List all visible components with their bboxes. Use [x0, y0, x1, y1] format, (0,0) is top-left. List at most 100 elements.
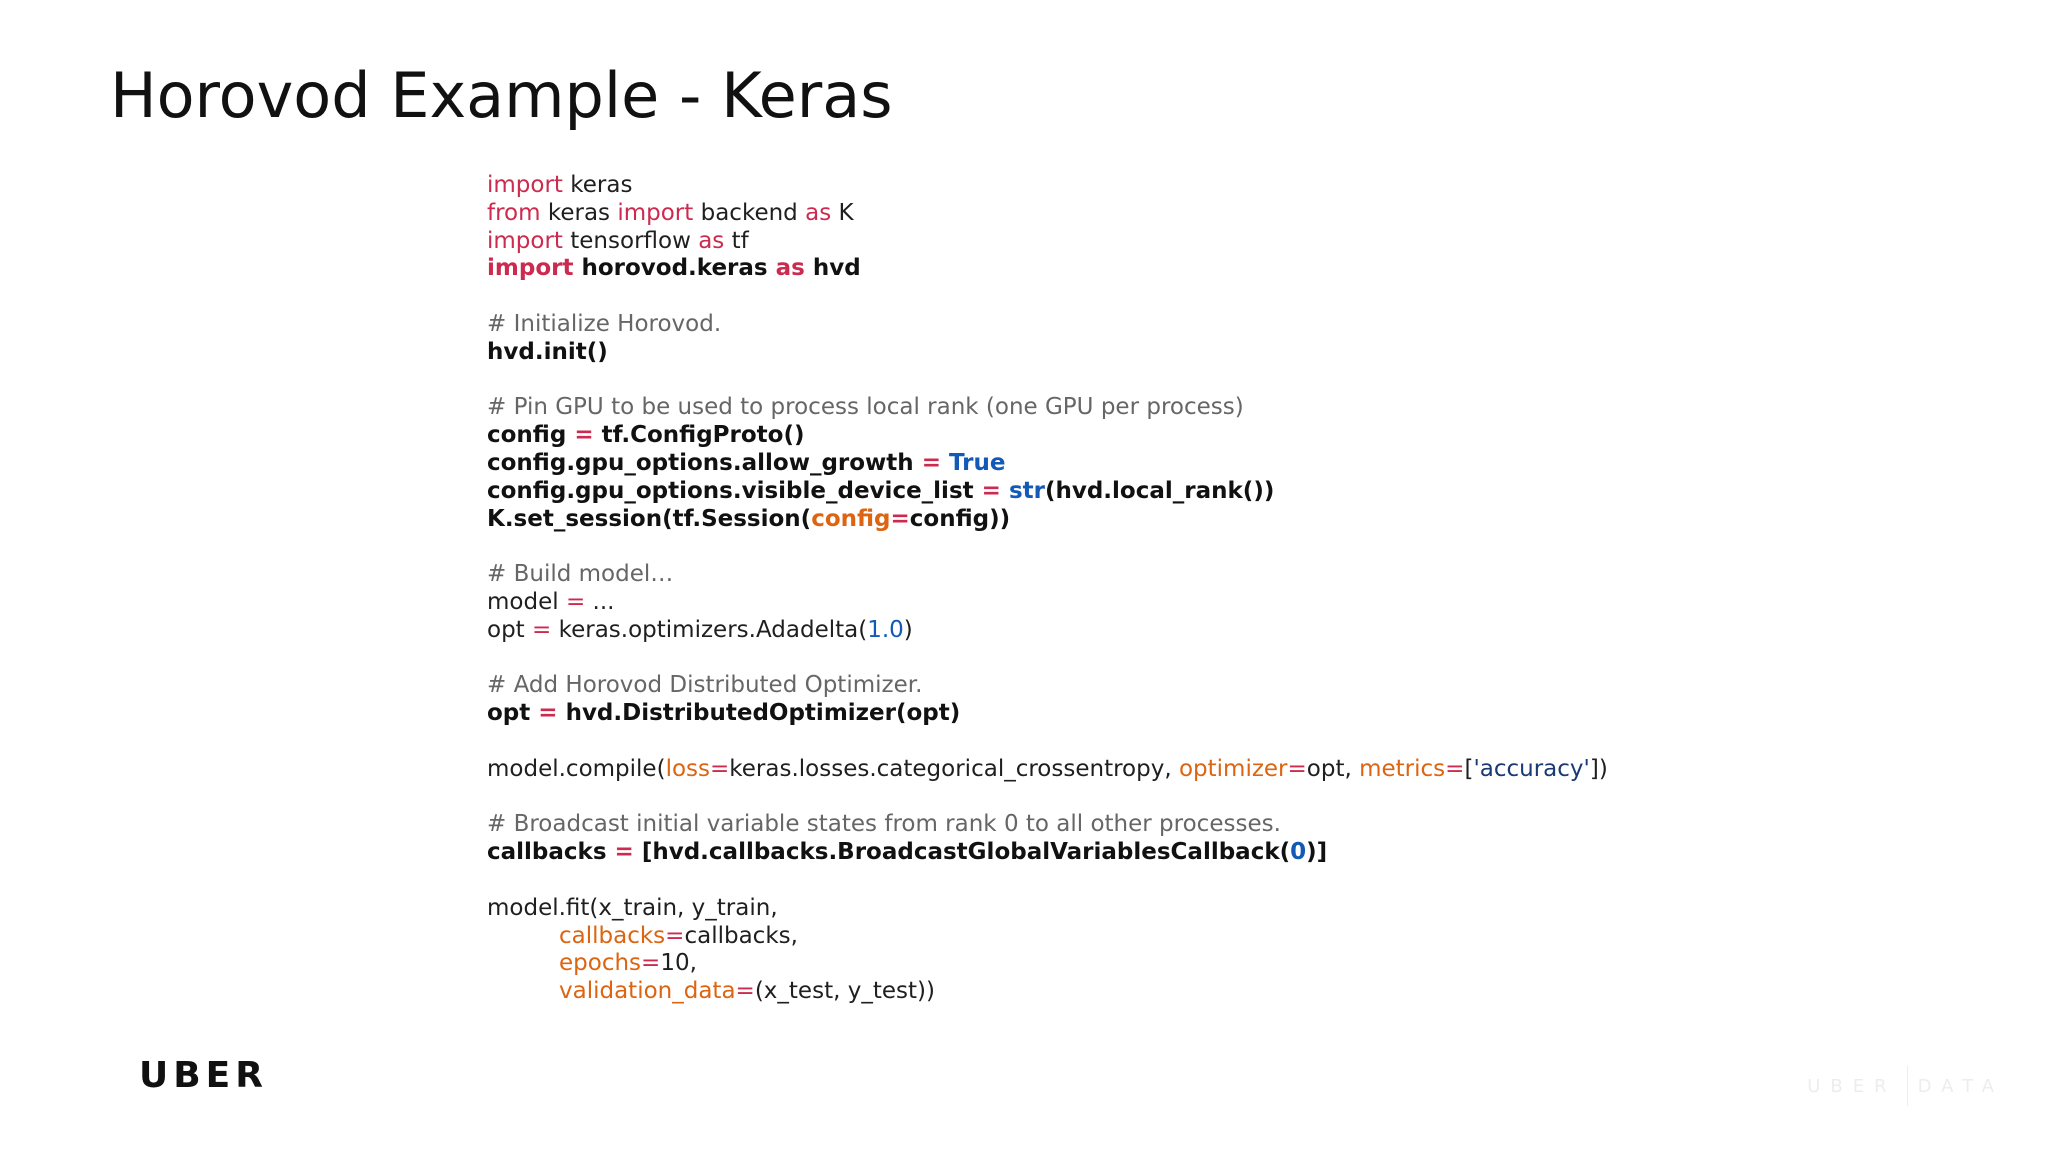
code-blank-line	[487, 533, 1608, 561]
code-line: import horovod.keras as hvd	[487, 255, 1608, 283]
watermark-divider	[1906, 1066, 1908, 1106]
code-line: hvd.init()	[487, 339, 1608, 367]
code-token: loss	[665, 755, 710, 782]
code-token: keras.optimizers.Adadelta(	[551, 616, 868, 643]
code-token: =	[532, 616, 552, 643]
code-token: tf	[724, 227, 749, 254]
code-token: callbacks,	[684, 922, 798, 949]
code-comment-line: # Add Horovod Distributed Optimizer.	[487, 672, 1608, 700]
code-line: opt = keras.optimizers.Adadelta(1.0)	[487, 617, 1608, 645]
code-token: config))	[909, 505, 1011, 532]
code-line: callbacks=callbacks,	[487, 923, 1608, 951]
code-comment-line: # Broadcast initial variable states from…	[487, 811, 1608, 839]
code-token: True	[948, 449, 1006, 476]
code-token: opt	[487, 616, 533, 643]
code-token: metrics	[1359, 755, 1446, 782]
code-line: config.gpu_options.visible_device_list =…	[487, 478, 1608, 506]
code-token: from	[487, 199, 541, 226]
code-token: horovod.keras	[573, 255, 776, 282]
uber-data-watermark: UBER DATA	[1807, 1066, 2004, 1106]
code-token: =	[890, 505, 910, 532]
code-token: 10,	[660, 950, 697, 977]
code-token: config.gpu_options.allow_growth	[487, 449, 922, 476]
code-token: (x_test, y_test))	[754, 978, 935, 1005]
code-line: K.set_session(tf.Session(config=config))	[487, 506, 1608, 534]
code-token: 0	[1290, 839, 1307, 866]
code-token: K	[831, 199, 854, 226]
code-token	[941, 450, 949, 476]
code-line: opt = hvd.DistributedOptimizer(opt)	[487, 700, 1608, 728]
code-token: opt	[487, 700, 539, 727]
code-token: tf.ConfigProto()	[593, 422, 805, 449]
code-token: hvd	[804, 255, 861, 282]
code-line: from keras import backend as K	[487, 200, 1608, 228]
code-token: =	[538, 700, 558, 727]
code-token: import	[487, 172, 563, 198]
code-token: # Pin GPU to be used to process local ra…	[487, 394, 1244, 421]
code-line: config.gpu_options.allow_growth = True	[487, 450, 1608, 478]
code-token: K.set_session(tf.Session(	[487, 505, 812, 532]
code-token: )	[903, 616, 913, 643]
code-token: =	[735, 978, 755, 1005]
code-line: model = ...	[487, 589, 1608, 617]
watermark-right-text: DATA	[1917, 1075, 2004, 1097]
code-token: config	[811, 505, 891, 532]
code-token: # Broadcast initial variable states from…	[487, 811, 1281, 838]
code-token: config	[487, 422, 575, 449]
code-token: =	[614, 839, 634, 866]
code-blank-line	[487, 728, 1608, 756]
code-token: 1.0	[867, 616, 904, 643]
code-token: tensorflow	[562, 227, 699, 254]
code-blank-line	[487, 645, 1608, 673]
code-token: import	[487, 227, 563, 254]
code-comment-line: # Pin GPU to be used to process local ra…	[487, 394, 1608, 422]
code-comment-line: # Build model…	[487, 561, 1608, 589]
code-token: backend	[693, 199, 806, 226]
code-token: keras.losses.categorical_crossentropy,	[729, 755, 1179, 782]
code-line: epochs=10,	[487, 950, 1608, 978]
code-token: [	[1464, 755, 1474, 782]
code-line: config = tf.ConfigProto()	[487, 422, 1608, 450]
code-token: hvd.init()	[487, 338, 608, 365]
code-token: =	[565, 588, 586, 615]
code-token: optimizer	[1178, 755, 1288, 782]
code-token: as	[698, 227, 725, 254]
code-token: epochs	[559, 950, 642, 977]
code-token: import	[617, 199, 694, 226]
code-token: [hvd.callbacks.BroadcastGlobalVariablesC…	[633, 839, 1291, 866]
code-token: callbacks	[487, 839, 615, 866]
code-token: model.compile(	[487, 755, 666, 782]
code-token: =	[1287, 755, 1307, 782]
code-token: (hvd.local_rank())	[1044, 477, 1275, 504]
code-token: =	[1445, 755, 1465, 782]
code-line: validation_data=(x_test, y_test))	[487, 978, 1608, 1006]
code-line: model.fit(x_train, y_train,	[487, 895, 1608, 923]
code-line: import keras	[487, 172, 1608, 200]
code-token: ])	[1589, 755, 1608, 782]
code-token: =	[710, 755, 730, 782]
code-line: callbacks = [hvd.callbacks.BroadcastGlob…	[487, 839, 1608, 867]
code-line: import tensorflow as tf	[487, 228, 1608, 256]
code-token: # Build model…	[487, 561, 674, 588]
slide-title: Horovod Example - Keras	[110, 59, 893, 132]
code-token: =	[665, 922, 685, 949]
code-token: import	[487, 255, 574, 282]
code-token: callbacks	[559, 922, 666, 949]
code-token: =	[921, 449, 941, 476]
code-token: )]	[1306, 839, 1328, 866]
code-token: # Add Horovod Distributed Optimizer.	[487, 672, 923, 699]
code-blank-line	[487, 784, 1608, 812]
code-token: keras	[562, 172, 633, 198]
code-comment-line: # Initialize Horovod.	[487, 311, 1608, 339]
code-token: as	[805, 199, 832, 226]
code-token: opt,	[1306, 755, 1360, 782]
code-token: ...	[585, 588, 615, 615]
code-token: config.gpu_options.visible_device_list	[487, 477, 982, 504]
code-token: keras	[540, 199, 618, 226]
uber-logo: UBER	[139, 1055, 268, 1096]
code-token	[1001, 478, 1009, 504]
code-token: hvd.DistributedOptimizer(opt)	[557, 700, 961, 727]
code-token: =	[981, 477, 1001, 504]
code-token: =	[641, 950, 661, 977]
